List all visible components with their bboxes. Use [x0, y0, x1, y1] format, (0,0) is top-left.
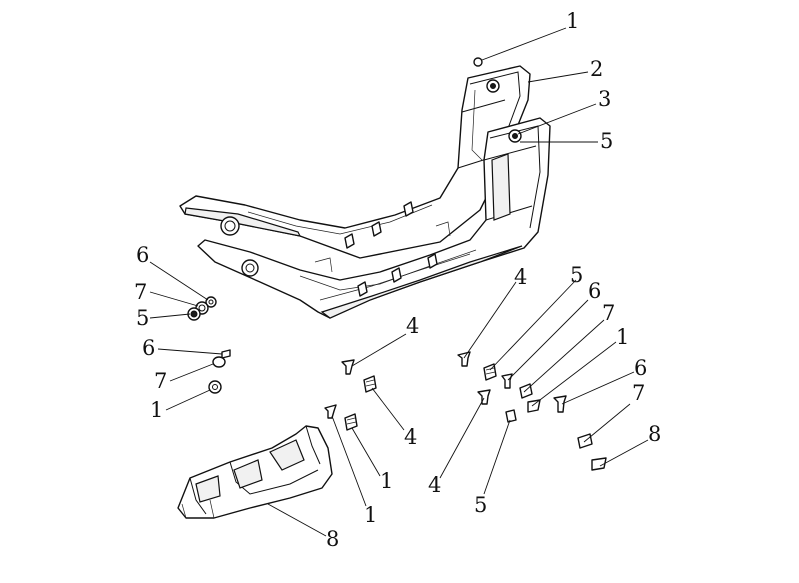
callout-2: 2 [590, 57, 603, 81]
callout-1-center-upper: 4 [406, 314, 419, 338]
callout-1-top: 1 [566, 9, 579, 33]
callout-5-far-right: 6 [634, 356, 647, 380]
callout-8: 8 [326, 527, 339, 551]
callout-1-center-lower: 1 [364, 503, 377, 527]
callout-3: 5 [600, 129, 613, 153]
fasteners [187, 57, 607, 471]
footrest-panel-assembly [179, 65, 551, 319]
callout-4-right: 5 [570, 263, 583, 287]
callout-6-left-lower: 7 [154, 369, 167, 393]
callout-4-center-upper: 4 [404, 425, 417, 449]
callout-7-far-right: 8 [648, 422, 661, 446]
callout-5-left-upper: 6 [136, 243, 149, 267]
callout-1-panel: 3 [598, 87, 611, 111]
callout-labels: 1 2 3 5 6 7 5 6 7 1 4 4 1 1 4 5 6 7 1 4 … [134, 9, 661, 551]
callout-4-center-lower: 1 [380, 469, 393, 493]
callout-5-right: 6 [588, 279, 601, 303]
callout-5-left-lower: 6 [142, 336, 155, 360]
callout-7-right: 1 [616, 325, 629, 349]
callout-6-left-upper: 7 [134, 280, 147, 304]
callout-6-far-right: 7 [632, 381, 645, 405]
callout-7-left-upper: 5 [136, 306, 149, 330]
leader-lines [149, 27, 649, 537]
callout-6-right: 7 [602, 301, 615, 325]
callout-1-right: 4 [514, 265, 527, 289]
callout-1-right-lower: 4 [428, 473, 441, 497]
callout-7-left-lower: 1 [150, 398, 163, 422]
lower-bracket-part-8 [177, 425, 333, 519]
callout-4-right-lower: 5 [474, 493, 487, 517]
